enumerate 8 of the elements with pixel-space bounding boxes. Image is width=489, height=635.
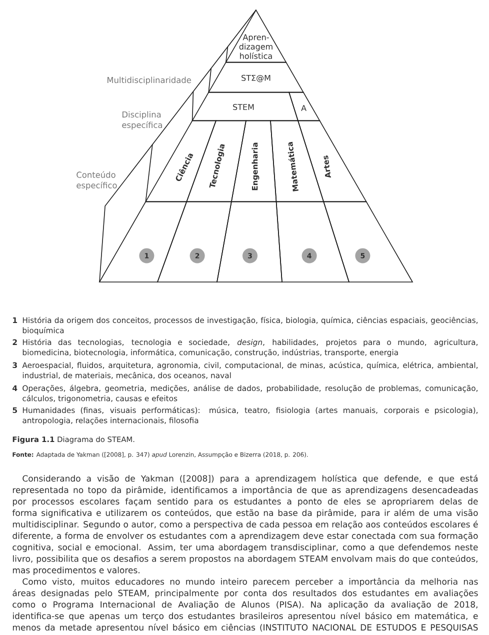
level-label: Conteúdo específico	[76, 171, 117, 190]
pyramid-section	[323, 201, 414, 282]
pyramid-section	[216, 201, 282, 282]
body-paragraph: Como visto, muitos educadores no mundo inteiro parecem perceber a importância da melhoria nas áreas designadas pelo STEAM, principalmente por conta dos resultados dos estudantes em avaliações como o Programa Internacional de Avaliação de Alunos (PISA). Na aplicação da avaliação de 2018, identifica-se que apenas um terço dos estudantes brasileiros apresentou nível básico em matemática, e menos da metade apresentou nível básico em ciências (INSTITUTO NACIONAL DE ESTUDOS E PESQUISAS	[12, 578, 478, 632]
level-label: Multidisciplinaridade	[108, 76, 191, 85]
pyramid-section	[276, 201, 350, 282]
body-paragraph: Considerando a visão de Yakman ([2008]) para a aprendizagem holística que defende, e que está representada no topo da pirâmide, identificamos a importância de que as aprendizagens desencadeadas por processos escolares façam sentido para os estudantes a ponto de eles se apropriarem delas de forma significativa e utilizarem os conteúdos, que estão na base da pirâmide, para ir além de uma visão multidisciplinar. Segundo o autor, como a perspectiva de cada pessoa em relação aos conteúdos escolares é diferente, a forma de envolver os estudantes com a aprendizagem deve estar conectada com sua formação cognitiva, social e emocional. Assim, ter uma abordagem transdisciplinar, como a que defendemos neste livro, possibilita que os desafios a serem propostos na abordagem STEAM envolvam mais do que conteúdos, mas procedimentos e valores.	[12, 474, 478, 575]
pyramid-section: STEM	[192, 92, 299, 122]
